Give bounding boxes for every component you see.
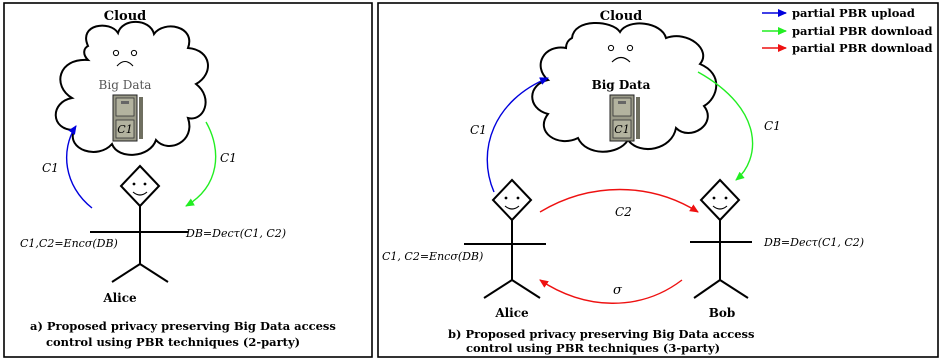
right-caption-line1: b) Proposed privacy preserving Big Data …	[448, 327, 754, 341]
left-enc-label: C1,C2=Encσ(DB)	[20, 237, 118, 250]
left-panel-frame	[3, 2, 373, 358]
left-download-label: C1	[220, 151, 237, 165]
right-caption-line2: control using PBR techniques (3-party)	[466, 341, 720, 355]
legend: partial PBR upload partial PBR download …	[762, 6, 933, 55]
right-sigma-arrow	[539, 279, 683, 304]
right-cloud-face-icon	[607, 44, 634, 63]
left-alice-name: Alice	[102, 291, 137, 305]
right-c2-arrow	[539, 188, 699, 213]
right-alice-figure	[464, 178, 546, 299]
right-file-label: C1	[614, 123, 629, 136]
legend-item-download-red: partial PBR download	[762, 41, 933, 55]
left-big-data-label: Big Data	[99, 78, 152, 92]
right-enc-label: C1, C2=Encσ(DB)	[382, 250, 483, 263]
right-alice-name: Alice	[494, 306, 529, 320]
right-c2-label: C2	[615, 205, 632, 219]
left-file-label: C1	[117, 123, 132, 136]
left-cloud-shape	[54, 20, 209, 156]
right-dec-label: DB=Decτ(C1, C2)	[763, 236, 864, 249]
right-upload-arrow	[486, 77, 549, 193]
left-cloud-title: Cloud	[104, 9, 147, 24]
right-cloud-title: Cloud	[600, 9, 643, 24]
right-big-data-label: Big Data	[592, 78, 651, 92]
left-alice-figure	[90, 164, 188, 283]
right-panel: Cloud Big Data C1 C1 C1 C2 σ	[377, 2, 939, 358]
legend-item-download-red-label: partial PBR download	[792, 41, 933, 55]
right-bob-head-icon	[699, 178, 741, 222]
legend-item-download-green: partial PBR download	[762, 24, 933, 38]
right-download-arrow	[697, 71, 754, 181]
right-download-label: C1	[764, 119, 781, 133]
left-caption-line1: a) Proposed privacy preserving Big Data …	[30, 319, 336, 333]
legend-item-download-green-label: partial PBR download	[792, 24, 933, 38]
right-bob-name: Bob	[709, 306, 736, 320]
right-bob-figure	[690, 178, 752, 299]
left-panel: Cloud Big Data C1 C1 C1	[3, 2, 373, 358]
left-upload-arrow	[65, 125, 93, 209]
right-file-cabinet-icon	[609, 94, 640, 142]
left-caption-line2: control using PBR techniques (2-party)	[46, 335, 300, 349]
left-file-cabinet-icon	[112, 94, 143, 142]
right-panel-frame	[377, 2, 939, 358]
legend-item-upload: partial PBR upload	[762, 6, 915, 20]
left-cloud-face-icon	[112, 49, 138, 67]
left-alice-head-icon	[119, 164, 161, 208]
right-alice-head-icon	[491, 178, 533, 222]
left-download-arrow	[185, 121, 217, 207]
left-upload-label: C1	[42, 161, 59, 175]
right-upload-label: C1	[470, 123, 487, 137]
legend-item-upload-label: partial PBR upload	[792, 6, 915, 20]
left-dec-label: DB=Decτ(C1, C2)	[185, 227, 286, 240]
right-sigma-label: σ	[613, 283, 623, 298]
